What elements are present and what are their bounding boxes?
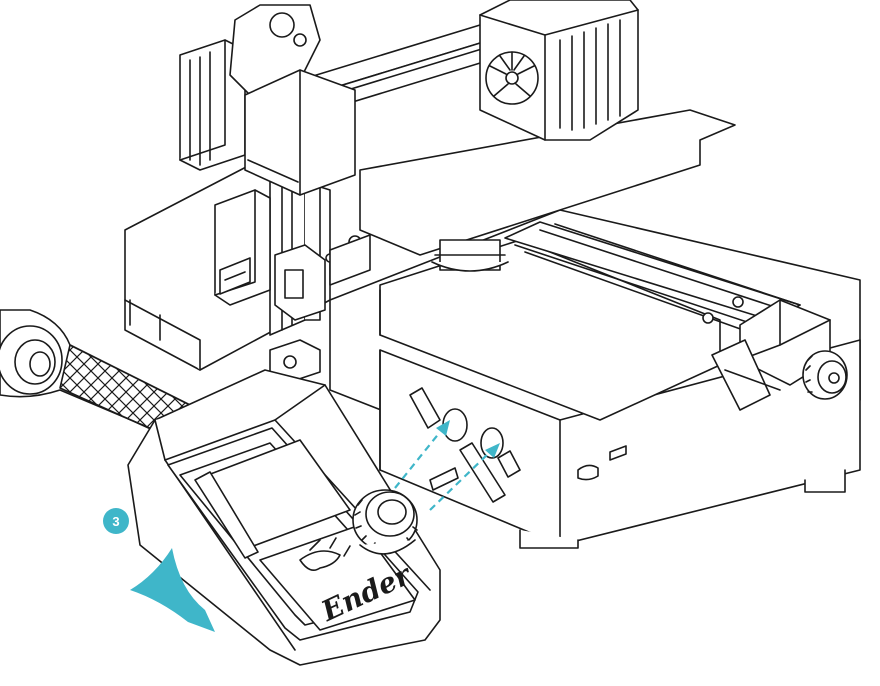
alignment-arrow-lower xyxy=(429,451,491,511)
y-axis-rail xyxy=(504,221,801,337)
y-tensioner xyxy=(711,299,848,411)
stepper-motor-x xyxy=(179,39,246,171)
x-pulley-bracket xyxy=(229,4,356,196)
z-endstop xyxy=(269,234,371,383)
step-number: 3 xyxy=(112,514,119,529)
spool-holder-arm xyxy=(0,309,191,446)
alignment-arrows xyxy=(394,431,491,511)
direction-arrow-icon xyxy=(130,548,215,632)
arrowhead-lower-icon xyxy=(485,443,500,458)
arrowhead-upper-icon xyxy=(436,420,450,436)
display-control-box xyxy=(127,369,441,666)
print-head xyxy=(431,0,639,272)
step-badge: 3 xyxy=(103,508,129,534)
stepper-motor-z xyxy=(214,189,271,306)
